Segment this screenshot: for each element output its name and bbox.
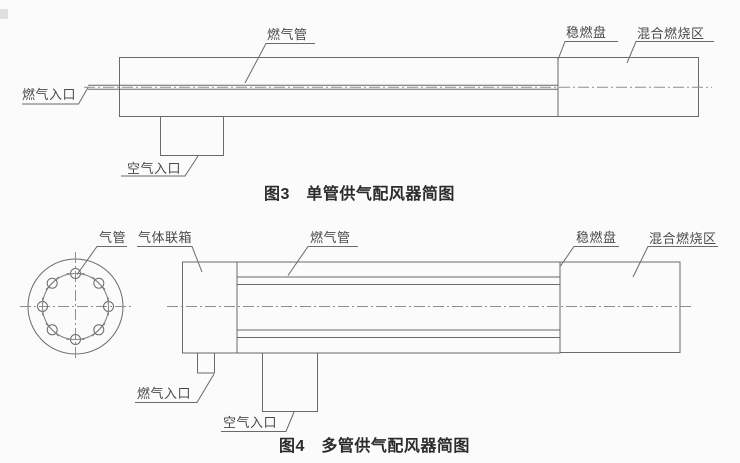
fig4-label-stabilizer-disk: 稳燃盘 xyxy=(576,230,617,245)
fig3-caption: 图3 单管供气配风器简图 xyxy=(264,186,455,203)
fig4-leader-gas-header xyxy=(137,246,203,273)
fig4-small-pipes xyxy=(37,268,114,345)
fig4-label-pipe: 气管 xyxy=(99,230,127,245)
fig3-drawing xyxy=(22,41,714,177)
fig3-label-stabilizer-disk: 稳燃盘 xyxy=(566,25,607,40)
fig3-label-combustion-zone: 混合燃烧区 xyxy=(637,26,705,41)
fig4-label-combustion-zone: 混合燃烧区 xyxy=(649,231,717,246)
fig4-label-gas-pipe: 燃气管 xyxy=(310,230,351,245)
fig4-air-inlet-duct xyxy=(262,353,318,412)
fig3-leader-stabilizer-disk xyxy=(557,41,618,61)
fig4-leader-gas-pipe xyxy=(287,246,358,276)
fig4-gas-header-box xyxy=(182,261,238,354)
fig4-side-view xyxy=(167,261,692,412)
fig4-caption: 图4 多管供气配风器简图 xyxy=(279,438,470,455)
fig4-leader-stabilizer-disk xyxy=(560,246,619,267)
fig3-air-inlet-duct xyxy=(160,116,224,156)
fig4-leader-combustion-zone xyxy=(632,246,718,278)
fig4-central-pipe xyxy=(236,284,561,331)
fig3-label-gas-inlet: 燃气入口 xyxy=(22,87,77,102)
fig4-drawing xyxy=(20,246,718,432)
fig3-label-air-inlet: 空气入口 xyxy=(127,161,182,176)
fig3-leader-air-inlet xyxy=(121,155,199,177)
fig4-combustion-zone-box xyxy=(559,261,681,353)
fig4-leader-gas-inlet xyxy=(135,373,215,403)
fig3-leader-gas-pipe xyxy=(244,43,315,84)
fig3-leader-combustion-zone xyxy=(626,41,714,64)
fig4-label-gas-inlet: 燃气入口 xyxy=(137,386,192,401)
fig4-burner-body xyxy=(182,261,561,354)
fig4-end-view xyxy=(20,252,131,361)
fig3-label-gas-pipe: 燃气管 xyxy=(267,27,308,42)
fig4-label-air-inlet: 空气入口 xyxy=(223,415,278,430)
fig4-label-gas-header: 气体联箱 xyxy=(138,230,193,245)
scan-artifact xyxy=(0,9,8,19)
fig3-leader-gas-inlet xyxy=(22,87,89,105)
fig4-leader-pipe xyxy=(76,246,127,275)
fig4-gas-inlet-nozzle xyxy=(197,353,215,374)
fig4-leader-air-inlet xyxy=(221,411,295,432)
